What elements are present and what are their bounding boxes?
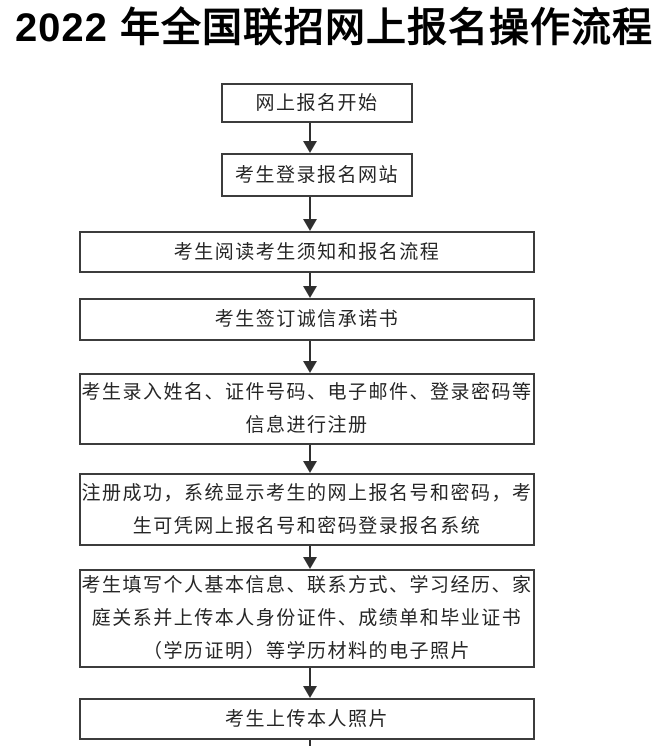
flow-arrow-icon <box>303 546 317 569</box>
flow-step-login-site: 考生登录报名网站 <box>221 153 413 197</box>
flow-step-read-notice: 考生阅读考生须知和报名流程 <box>79 231 535 273</box>
flow-step-label: 考生上传本人照片 <box>224 708 389 730</box>
arrow-shaft <box>309 546 311 557</box>
flow-step-label: 考生签订诚信承诺书 <box>214 309 400 330</box>
flow-step-label-line: （学历证明）等学历材料的电子照片 <box>142 641 471 662</box>
flow-arrow-icon <box>303 123 317 153</box>
flow-arrow-icon <box>303 273 317 298</box>
arrow-shaft <box>309 740 311 746</box>
arrow-shaft <box>309 341 311 361</box>
arrow-shaft <box>309 445 311 461</box>
arrow-shaft <box>309 668 311 686</box>
arrow-head <box>303 361 317 373</box>
flow-step-label-line: 考生填写个人基本信息、联系方式、学习经历、家 <box>81 575 533 596</box>
flow-step-register-info: 考生录入姓名、证件号码、电子邮件、登录密码等 信息进行注册 <box>79 373 535 445</box>
arrow-head <box>303 557 317 569</box>
arrow-head <box>303 286 317 298</box>
arrow-head <box>303 461 317 473</box>
flow-step-label: 考生阅读考生须知和报名流程 <box>173 241 441 263</box>
flow-step-label-line: 考生录入姓名、证件号码、电子邮件、登录密码等 <box>81 382 533 403</box>
flow-step-fill-upload-docs: 考生填写个人基本信息、联系方式、学习经历、家 庭关系并上传本人身份证件、成绩单和… <box>79 569 535 668</box>
flow-arrow-icon <box>303 197 317 231</box>
arrow-shaft <box>309 123 311 141</box>
arrow-head <box>303 219 317 231</box>
flow-arrow-partial-icon <box>303 740 317 746</box>
flow-arrow-icon <box>303 445 317 473</box>
flow-arrow-icon <box>303 668 317 698</box>
flow-step-label-line: 信息进行注册 <box>245 415 369 436</box>
flow-step-label-line: 注册成功，系统显示考生的网上报名号和密码，考 <box>81 482 533 504</box>
arrow-shaft <box>309 197 311 219</box>
flow-step-sign-commitment: 考生签订诚信承诺书 <box>79 298 535 341</box>
flow-step-label: 考生登录报名网站 <box>234 164 399 186</box>
flow-arrow-icon <box>303 341 317 373</box>
arrow-shaft <box>309 273 311 286</box>
flow-step-label-line: 庭关系并上传本人身份证件、成绩单和毕业证书 <box>91 608 523 629</box>
flow-step-label-line: 生可凭网上报名号和密码登录报名系统 <box>132 515 482 537</box>
flow-step-start: 网上报名开始 <box>221 83 413 123</box>
arrow-head <box>303 686 317 698</box>
page-title: 2022 年全国联招网上报名操作流程 <box>14 6 654 50</box>
flow-step-label: 网上报名开始 <box>255 92 379 114</box>
flow-step-upload-photo: 考生上传本人照片 <box>79 698 535 740</box>
flow-step-register-success: 注册成功，系统显示考生的网上报名号和密码，考 生可凭网上报名号和密码登录报名系统 <box>79 473 535 546</box>
arrow-head <box>303 141 317 153</box>
